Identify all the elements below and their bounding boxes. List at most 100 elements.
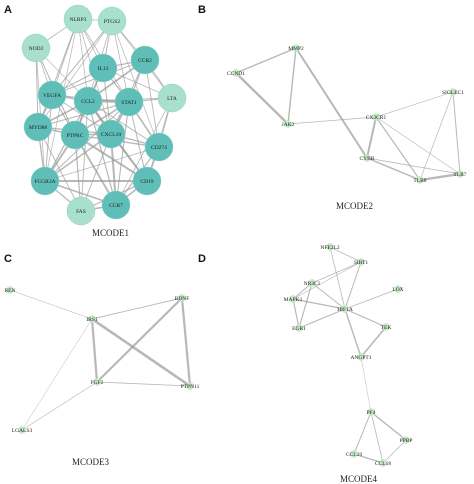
node-circle xyxy=(289,295,297,303)
node-circle xyxy=(132,166,162,196)
node-lta[interactable]: LTA xyxy=(157,83,187,113)
node-label: CCR7 xyxy=(109,203,123,209)
node-label: MYD88 xyxy=(29,125,48,131)
node-cxcl10[interactable]: CXCL10 xyxy=(96,119,126,149)
node-ptpn11[interactable]: PTPN11 xyxy=(181,382,200,390)
node-label: HIF1A xyxy=(337,307,353,313)
node-nr3c1[interactable]: NR3C1 xyxy=(304,279,321,287)
edge-mapk1-egr1 xyxy=(292,298,300,329)
node-ccl2[interactable]: CCL2 xyxy=(73,86,103,116)
node-label: CX3CR1 xyxy=(366,115,387,121)
edge-irs1-ptpn11 xyxy=(91,317,191,388)
node-nlrp3[interactable]: NLRP3 xyxy=(63,4,93,34)
node-cybb[interactable]: CYBB xyxy=(360,154,375,162)
node-ccl19[interactable]: CCL19 xyxy=(346,450,362,458)
edge-ccl19-ccl18 xyxy=(353,453,384,464)
node-fcgr3a[interactable]: FCGR3A xyxy=(30,166,60,196)
node-cd274[interactable]: CD274 xyxy=(144,132,174,162)
node-vegfa[interactable]: VEGFA xyxy=(37,80,67,110)
edge-nfe2l2-sirt1 xyxy=(329,246,362,263)
node-circle xyxy=(18,426,26,434)
panel-caption-a: MCODE1 xyxy=(92,228,129,238)
edge-cx3cr1-tlr7 xyxy=(375,116,461,175)
node-bdnf[interactable]: BDNF xyxy=(175,294,190,302)
edge-ptgs2-myd88 xyxy=(37,20,113,128)
node-angpt1[interactable]: ANGPT1 xyxy=(350,353,372,361)
node-il13[interactable]: IL13 xyxy=(88,53,118,83)
node-lox[interactable]: LOX xyxy=(392,285,404,293)
node-irs1[interactable]: IRS1 xyxy=(86,315,98,323)
node-label: CYBB xyxy=(360,156,375,162)
node-circle xyxy=(232,69,240,77)
edge-cx3cr1-siglec1 xyxy=(375,91,454,118)
node-label: NOD2 xyxy=(29,46,44,52)
edge-hif1a-angpt1 xyxy=(344,308,362,358)
node-cd19[interactable]: CD19 xyxy=(132,166,162,196)
node-fgf2[interactable]: FGF2 xyxy=(91,378,104,386)
node-nfe2l2[interactable]: NFE2L2 xyxy=(320,243,340,251)
node-circle xyxy=(93,378,101,386)
node-circle xyxy=(6,286,14,294)
node-fas[interactable]: FAS xyxy=(66,196,96,226)
node-mapk1[interactable]: MAPK1 xyxy=(284,295,303,303)
node-circle xyxy=(96,119,126,149)
node-ccnd1[interactable]: CCND1 xyxy=(227,69,245,77)
node-cx3cr1[interactable]: CX3CR1 xyxy=(366,113,387,121)
node-circle xyxy=(394,285,402,293)
node-circle xyxy=(97,6,127,36)
node-lgals3[interactable]: LGALS3 xyxy=(12,426,33,434)
node-circle xyxy=(341,305,349,313)
node-label: LGALS3 xyxy=(12,428,33,434)
node-ccr7[interactable]: CCR7 xyxy=(101,190,131,220)
node-label: TLR8 xyxy=(413,178,426,184)
edge-stat1-ccr7 xyxy=(115,101,130,206)
node-ppbp[interactable]: PPBP xyxy=(400,436,413,444)
node-pf4[interactable]: PF4 xyxy=(367,408,376,416)
panel-letter-c: C xyxy=(4,253,12,265)
node-ren[interactable]: REN xyxy=(5,286,16,294)
node-circle xyxy=(284,120,292,128)
node-mmp2[interactable]: MMP2 xyxy=(288,44,304,52)
node-label: IL13 xyxy=(98,66,109,72)
node-ptgs2[interactable]: PTGS2 xyxy=(97,6,127,36)
node-circle xyxy=(372,113,380,121)
edge-nr3c1-mapk1 xyxy=(292,282,313,300)
node-circle xyxy=(23,112,53,142)
node-circle xyxy=(178,294,186,302)
node-stat1[interactable]: STAT1 xyxy=(114,87,144,117)
node-label: SIGLEC1 xyxy=(442,90,464,96)
node-circle xyxy=(367,408,375,416)
node-label: SIRT1 xyxy=(354,260,369,266)
panel-letter-a: A xyxy=(4,4,12,16)
node-label: MAPK1 xyxy=(284,297,303,303)
node-siglec1[interactable]: SIGLEC1 xyxy=(442,88,464,96)
node-label: LTA xyxy=(167,96,177,102)
node-circle xyxy=(326,243,334,251)
node-circle xyxy=(379,459,387,467)
node-label: FCGR3A xyxy=(34,179,55,185)
node-label: NLRP3 xyxy=(70,17,87,23)
node-ptprc[interactable]: PTPRC xyxy=(60,120,90,150)
node-jak2[interactable]: JAK2 xyxy=(282,120,295,128)
node-egr1[interactable]: EGR1 xyxy=(292,324,306,332)
node-ccl18[interactable]: CCL18 xyxy=(375,459,391,467)
edge-mmp2-ccnd1 xyxy=(235,47,297,74)
node-sirt1[interactable]: SIRT1 xyxy=(354,258,369,266)
edge-ccr2-cd274 xyxy=(144,59,160,148)
edge-hif1a-tek xyxy=(344,308,387,328)
node-hif1a[interactable]: HIF1A xyxy=(337,305,353,313)
node-circle xyxy=(308,279,316,287)
node-tek[interactable]: TEK xyxy=(381,323,392,331)
node-label: ANGPT1 xyxy=(350,355,371,361)
node-tlr7[interactable]: TLR7 xyxy=(453,170,467,178)
node-tlr8[interactable]: TLR8 xyxy=(413,176,427,184)
node-label: CCL2 xyxy=(81,99,95,105)
node-ccr2[interactable]: CCR2 xyxy=(130,45,160,75)
node-label: CD19 xyxy=(140,179,153,185)
panel-letter-d: D xyxy=(198,253,206,265)
edge-siglec1-tlr8 xyxy=(419,91,454,181)
node-myd88[interactable]: MYD88 xyxy=(23,112,53,142)
node-circle xyxy=(357,353,365,361)
edge-irs1-bdnf xyxy=(91,297,183,320)
node-nod2[interactable]: NOD2 xyxy=(21,33,51,63)
